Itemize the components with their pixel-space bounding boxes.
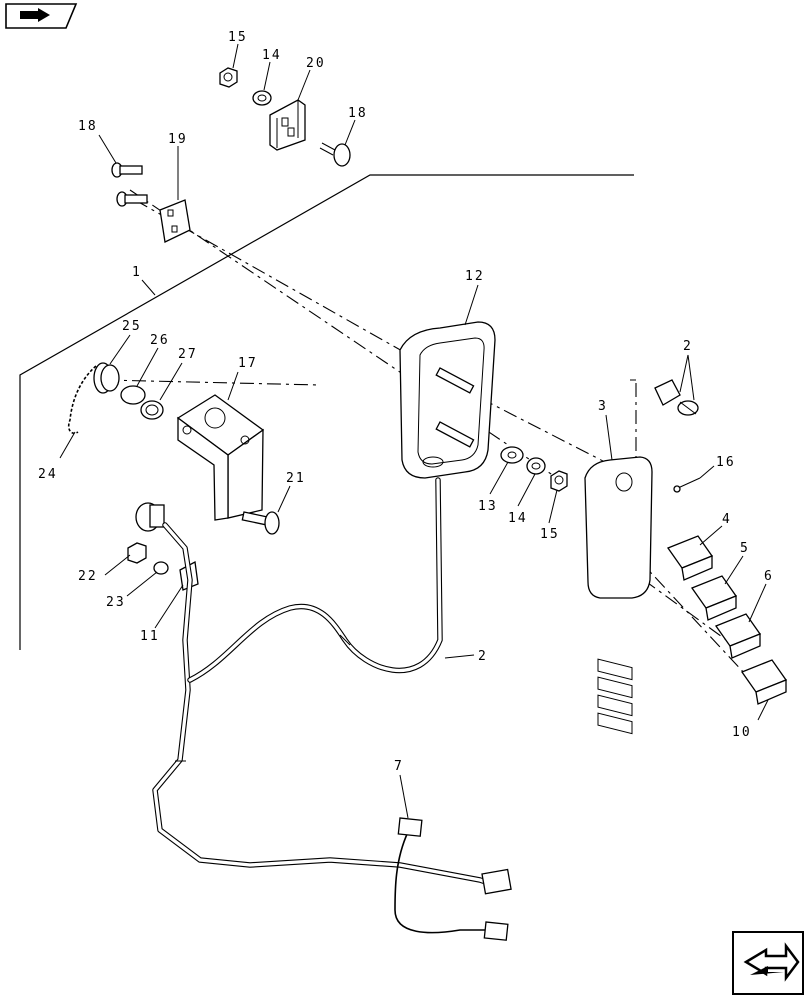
washer-14-right [526, 457, 546, 475]
label-12: 12 [465, 269, 485, 284]
rocker-switch-5 [690, 575, 738, 621]
label-13: 13 [478, 499, 498, 514]
label-15-top: 15 [228, 30, 248, 45]
rocker-switch-10 [740, 659, 788, 705]
label-16: 16 [716, 455, 736, 470]
bracket-17 [176, 394, 265, 521]
housing-12 [399, 321, 496, 479]
label-15-right: 15 [540, 527, 560, 542]
washer-23 [153, 561, 169, 575]
bolt-21 [241, 511, 280, 535]
label-5: 5 [740, 541, 750, 556]
rocker-switch-4 [666, 535, 714, 581]
nut-15-top [219, 67, 238, 88]
label-26: 26 [150, 333, 170, 348]
switch-2-top [654, 379, 699, 416]
bolts-18-left [111, 162, 148, 207]
label-24: 24 [38, 467, 58, 482]
wiring-harness [152, 477, 512, 941]
label-6: 6 [764, 569, 774, 584]
label-18-left: 18 [78, 119, 98, 134]
label-22: 22 [78, 569, 98, 584]
label-11: 11 [140, 629, 160, 644]
rocker-switch-6 [714, 613, 762, 659]
label-20: 20 [306, 56, 326, 71]
label-14-right: 14 [508, 511, 528, 526]
label-4: 4 [722, 512, 732, 527]
chain-24 [67, 365, 97, 435]
receptacle-25 [93, 362, 120, 394]
clip-20 [269, 99, 306, 151]
bolt-18-top [319, 142, 351, 167]
washer-27 [140, 400, 164, 420]
label-3: 3 [598, 399, 608, 414]
nut-15-right [550, 470, 568, 492]
leader-lines [59, 43, 769, 819]
label-14-top: 14 [262, 48, 282, 63]
label-21: 21 [286, 471, 306, 486]
label-18-top: 18 [348, 106, 368, 121]
assembly-outline [19, 174, 634, 650]
label-25: 25 [122, 319, 142, 334]
label-23: 23 [106, 595, 126, 610]
nut-22 [127, 542, 147, 564]
label-17: 17 [238, 356, 258, 371]
washer-26 [120, 385, 146, 405]
label-19: 19 [168, 132, 188, 147]
screw-16 [673, 477, 701, 493]
washer-14-top [252, 90, 272, 106]
label-2-bottom: 2 [478, 649, 488, 664]
part-labels: 15 14 20 18 18 19 1 12 25 26 27 17 2 3 1… [38, 30, 774, 774]
plate-19 [159, 199, 191, 243]
washer-13 [500, 446, 524, 464]
plug-body [135, 502, 165, 532]
label-10: 10 [732, 725, 752, 740]
label-27: 27 [178, 347, 198, 362]
panel-3 [584, 456, 653, 735]
label-1: 1 [132, 265, 142, 280]
arrow-forward-icon[interactable] [5, 3, 78, 29]
label-2-top: 2 [683, 339, 693, 354]
label-7: 7 [394, 759, 404, 774]
next-page-icon[interactable] [732, 931, 804, 995]
